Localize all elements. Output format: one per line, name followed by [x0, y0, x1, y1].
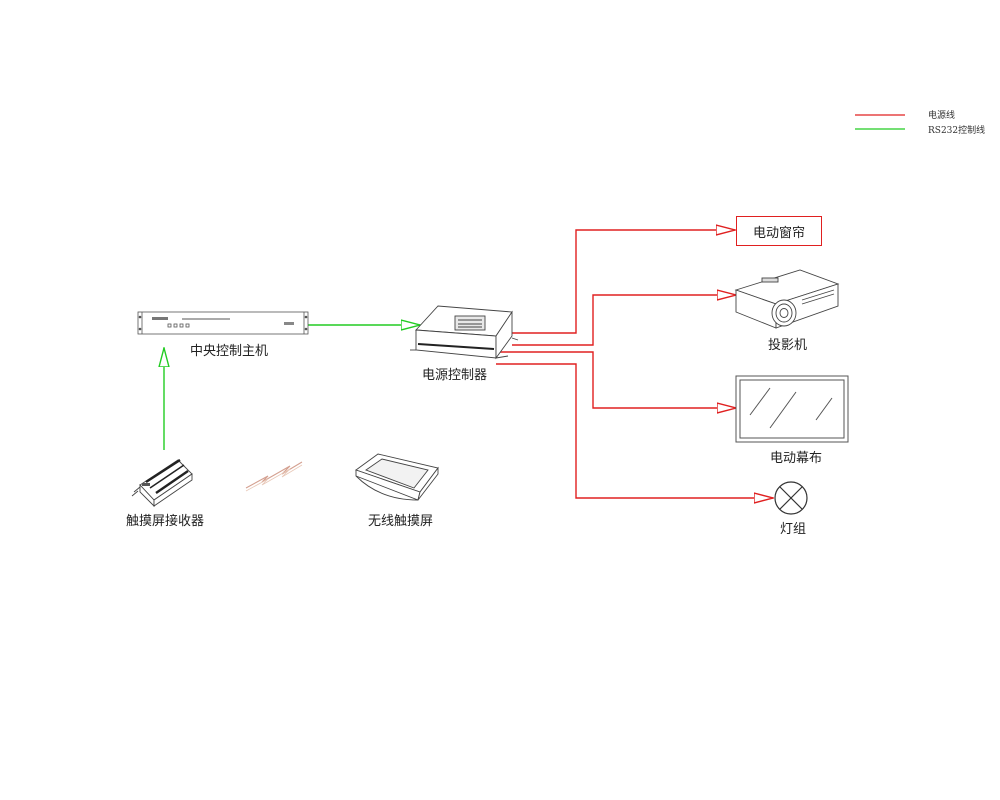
- receiver-box-icon: [131, 458, 193, 508]
- curtain-node: 电动窗帘: [736, 216, 822, 246]
- wireless-touch-label: 无线触摸屏: [368, 514, 434, 529]
- edge-power-to-lights: [496, 363, 773, 498]
- touch-panel-icon: [355, 453, 439, 501]
- legend-control-line-label: RS232控制线: [928, 126, 986, 136]
- wireless-signal-icon: [245, 461, 303, 489]
- central-host-label: 中央控制主机: [190, 344, 269, 359]
- edge-power-to-screen: [496, 351, 736, 408]
- projector-label: 投影机: [768, 338, 808, 353]
- touch-receiver-label: 触摸屏接收器: [126, 514, 205, 529]
- power-controller-label: 电源控制器: [422, 368, 488, 383]
- edge-power-to-projector: [512, 295, 736, 346]
- wireless-signal-shadow: [245, 464, 303, 492]
- controller-box-icon: [410, 305, 519, 360]
- screen-label: 电动幕布: [770, 451, 823, 466]
- screen-icon: [735, 375, 849, 443]
- edge-power-to-curtain: [512, 230, 735, 334]
- lights-label: 灯组: [780, 522, 807, 537]
- rack-unit-icon: [137, 311, 309, 335]
- projector-icon: [734, 269, 840, 329]
- lamp-icon: [774, 481, 808, 515]
- legend-power-line-label: 电源线: [928, 111, 956, 121]
